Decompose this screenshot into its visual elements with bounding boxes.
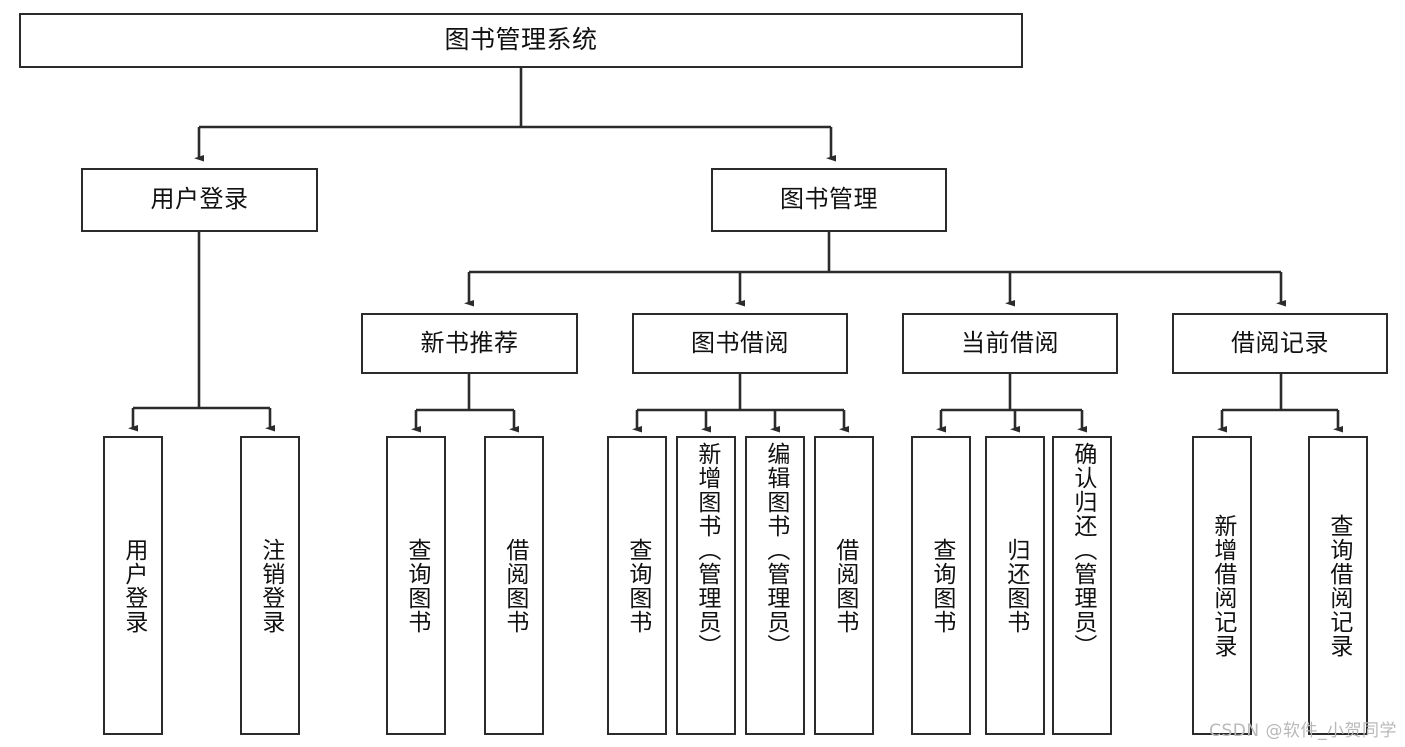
watermark: CSDN @软件_小贺同学 bbox=[1209, 721, 1397, 741]
node-leaf-query-book-3-label: 查询图书 bbox=[928, 537, 955, 634]
node-leaf-edit-book-admin-label: 编辑图书（管理员） bbox=[762, 442, 789, 658]
node-leaf-query-book-2[interactable]: 查询图书 bbox=[607, 436, 667, 735]
node-user-login[interactable]: 用户登录 bbox=[81, 168, 318, 232]
node-leaf-query-book-1[interactable]: 查询图书 bbox=[386, 436, 446, 735]
node-book-borrow-label: 图书借阅 bbox=[691, 328, 789, 357]
node-new-book-recommend[interactable]: 新书推荐 bbox=[361, 313, 578, 374]
node-leaf-query-book-3[interactable]: 查询图书 bbox=[911, 436, 971, 735]
node-leaf-confirm-return[interactable]: 确认归还（管理员） bbox=[1052, 436, 1112, 735]
node-book-manage[interactable]: 图书管理 bbox=[711, 168, 947, 232]
node-current-borrow-label: 当前借阅 bbox=[961, 328, 1059, 357]
node-leaf-user-logout[interactable]: 注销登录 bbox=[240, 436, 300, 735]
node-current-borrow[interactable]: 当前借阅 bbox=[902, 313, 1118, 374]
node-root-label: 图书管理系统 bbox=[444, 25, 598, 55]
node-leaf-user-logout-label: 注销登录 bbox=[257, 537, 284, 634]
node-leaf-add-record-label: 新增借阅记录 bbox=[1209, 513, 1236, 658]
node-leaf-borrow-book-2[interactable]: 借阅图书 bbox=[814, 436, 874, 735]
node-leaf-query-record-label: 查询借阅记录 bbox=[1325, 513, 1352, 658]
node-leaf-return-book[interactable]: 归还图书 bbox=[985, 436, 1045, 735]
node-leaf-add-book-admin-label: 新增图书（管理员） bbox=[693, 442, 720, 658]
node-user-login-label: 用户登录 bbox=[150, 185, 249, 214]
node-new-book-recommend-label: 新书推荐 bbox=[420, 328, 519, 357]
node-borrow-record-label: 借阅记录 bbox=[1231, 328, 1329, 357]
connectors bbox=[128, 68, 1343, 433]
node-book-borrow[interactable]: 图书借阅 bbox=[632, 313, 848, 374]
node-leaf-edit-book-admin[interactable]: 编辑图书（管理员） bbox=[745, 436, 805, 735]
node-leaf-user-login-label: 用户登录 bbox=[120, 537, 147, 634]
node-root[interactable]: 图书管理系统 bbox=[19, 13, 1023, 68]
node-leaf-borrow-book-1-label: 借阅图书 bbox=[501, 537, 528, 634]
node-leaf-confirm-return-label: 确认归还（管理员） bbox=[1069, 442, 1096, 658]
node-leaf-borrow-book-2-label: 借阅图书 bbox=[831, 537, 858, 634]
node-leaf-query-record[interactable]: 查询借阅记录 bbox=[1308, 436, 1368, 735]
node-book-manage-label: 图书管理 bbox=[780, 185, 878, 214]
node-borrow-record[interactable]: 借阅记录 bbox=[1172, 313, 1388, 374]
node-leaf-return-book-label: 归还图书 bbox=[1002, 537, 1029, 634]
node-leaf-add-book-admin[interactable]: 新增图书（管理员） bbox=[676, 436, 736, 735]
node-leaf-add-record[interactable]: 新增借阅记录 bbox=[1192, 436, 1252, 735]
node-leaf-query-book-1-label: 查询图书 bbox=[403, 537, 430, 634]
node-leaf-user-login[interactable]: 用户登录 bbox=[103, 436, 163, 735]
node-leaf-borrow-book-1[interactable]: 借阅图书 bbox=[484, 436, 544, 735]
node-leaf-query-book-2-label: 查询图书 bbox=[624, 537, 651, 634]
